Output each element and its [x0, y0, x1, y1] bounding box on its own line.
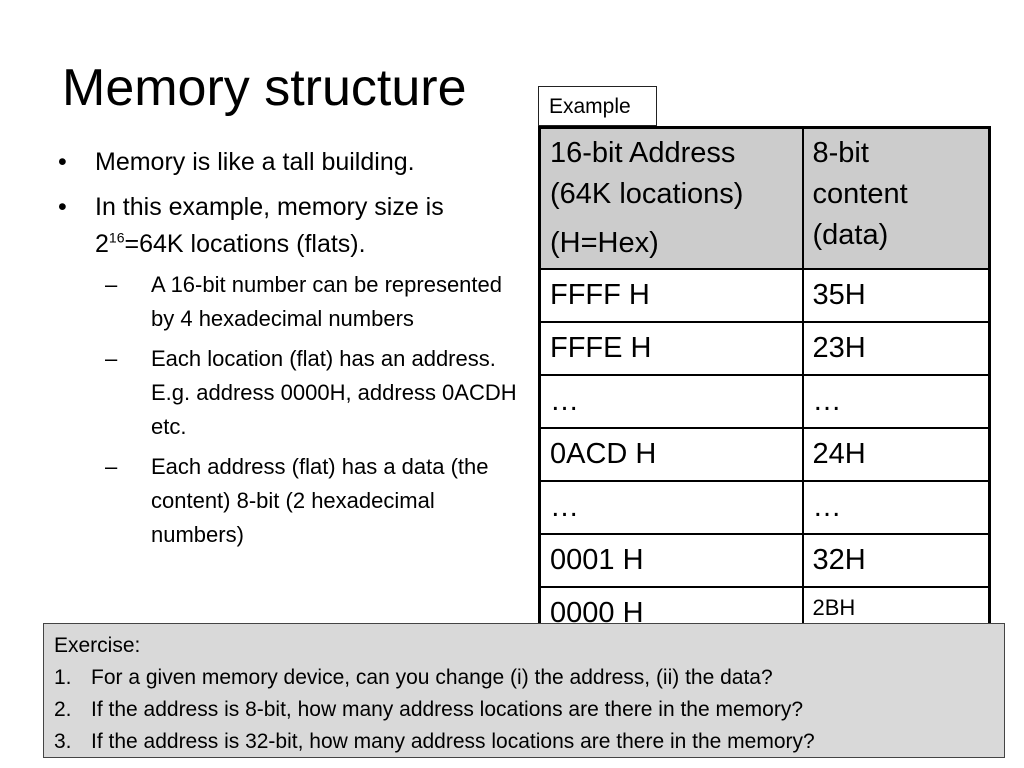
sub-bullet-item: – A 16-bit number can be represented by … [105, 268, 520, 336]
bullet-item: • In this example, memory size is 216=64… [58, 189, 520, 552]
content-header-line: (data) [812, 219, 889, 251]
content-cell: … [801, 480, 991, 535]
page-title: Memory structure [62, 59, 467, 117]
table-row: FFFF H 35H [538, 268, 991, 323]
table-row: … … [538, 480, 991, 535]
sub-bullet-mark: – [105, 346, 118, 371]
sub-bullet-mark: – [105, 454, 118, 479]
bullet-text: Memory is like a tall building. [95, 148, 415, 176]
content-cell: 35H [801, 268, 991, 323]
bullet-text-after: =64K locations (flats). [124, 230, 366, 258]
address-cell: … [538, 480, 804, 535]
exercise-number: 1. [54, 666, 72, 689]
sub-bullet-text: Each location (flat) has an address. E.g… [151, 346, 517, 439]
exercise-item: 3. If the address is 32-bit, how many ad… [54, 726, 994, 758]
header-gap [550, 215, 793, 223]
content-header-line: content [812, 178, 908, 210]
address-header: 16-bit Address (64K locations) (H=Hex) [538, 126, 804, 270]
sub-bullet-item: – Each address (flat) has a data (the co… [105, 450, 520, 552]
content-header-line: 8-bit [812, 137, 869, 169]
address-header-line: (64K locations) [550, 178, 744, 210]
content-cell: 32H [801, 533, 991, 588]
address-cell: … [538, 374, 804, 429]
address-cell: FFFF H [538, 268, 804, 323]
bullet-text-before: In this example, memory size is 2 [95, 193, 444, 258]
bullet-list: • Memory is like a tall building. • In t… [58, 144, 520, 560]
exercise-box: Exercise: 1. For a given memory device, … [43, 623, 1005, 758]
exercise-item: 1. For a given memory device, can you ch… [54, 662, 994, 694]
exercise-number: 3. [54, 730, 72, 753]
exercise-list: 1. For a given memory device, can you ch… [54, 662, 994, 758]
table-row: 0ACD H 24H [538, 427, 991, 482]
bullet-mark: • [58, 193, 67, 221]
memory-table: 16-bit Address (64K locations) (H=Hex) 8… [538, 126, 991, 642]
sub-bullet-text: Each address (flat) has a data (the cont… [151, 454, 489, 547]
content-cell: … [801, 374, 991, 429]
sub-bullet-mark: – [105, 272, 118, 297]
sub-bullet-item: – Each location (flat) has an address. E… [105, 342, 520, 444]
table-row: 0001 H 32H [538, 533, 991, 588]
superscript-exponent: 16 [108, 229, 125, 246]
sub-bullet-text: A 16-bit number can be represented by 4 … [151, 272, 503, 331]
address-cell: 0001 H [538, 533, 804, 588]
bullet-text: In this example, memory size is 216=64K … [95, 193, 444, 258]
table-row: FFFE H 23H [538, 321, 991, 376]
exercise-text: If the address is 32-bit, how many addre… [91, 730, 815, 753]
address-cell: FFFE H [538, 321, 804, 376]
exercise-item: 2. If the address is 8-bit, how many add… [54, 694, 994, 726]
bullet-mark: • [58, 148, 67, 176]
sub-bullet-list: – A 16-bit number can be represented by … [95, 268, 520, 552]
example-label: Example [538, 86, 657, 126]
address-cell: 0ACD H [538, 427, 804, 482]
table-header-row: 16-bit Address (64K locations) (H=Hex) 8… [538, 126, 991, 270]
content-cell: 23H [801, 321, 991, 376]
address-header-line: 16-bit Address [550, 137, 736, 169]
content-cell: 24H [801, 427, 991, 482]
address-header-line: (H=Hex) [550, 227, 659, 259]
exercise-text: If the address is 8-bit, how many addres… [91, 698, 804, 721]
exercise-text: For a given memory device, can you chang… [91, 666, 773, 689]
exercise-heading: Exercise: [54, 634, 141, 657]
bullet-item: • Memory is like a tall building. [58, 144, 520, 181]
content-header: 8-bit content (data) [801, 126, 991, 270]
exercise-number: 2. [54, 698, 72, 721]
table-row: … … [538, 374, 991, 429]
